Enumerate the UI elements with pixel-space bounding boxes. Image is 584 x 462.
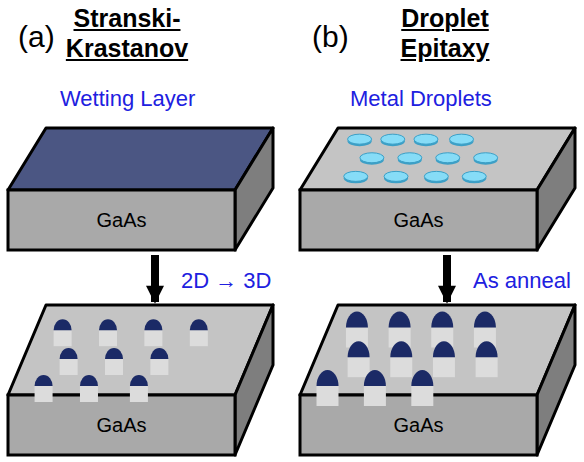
material-label: GaAs bbox=[300, 395, 537, 455]
material-label: GaAs bbox=[8, 190, 235, 250]
process-arrow bbox=[443, 255, 451, 302]
layer-label: Wetting Layer bbox=[60, 86, 195, 112]
panel-letter: (a) bbox=[18, 20, 55, 54]
step-label: 2D → 3D bbox=[179, 268, 273, 294]
step-label: As anneal bbox=[471, 268, 573, 294]
process-arrow bbox=[151, 255, 159, 302]
gaas-substrate: GaAs bbox=[8, 128, 273, 250]
gaas-substrate: GaAs bbox=[300, 128, 575, 250]
material-label: GaAs bbox=[300, 190, 537, 250]
substrate-block bbox=[300, 128, 575, 250]
gaas-substrate: GaAs bbox=[300, 305, 575, 455]
gaas-substrate: GaAs bbox=[8, 305, 273, 455]
panel-letter: (b) bbox=[312, 20, 349, 54]
substrate-block bbox=[8, 128, 273, 250]
material-label: GaAs bbox=[8, 395, 235, 455]
panel-title: Droplet Epitaxy bbox=[380, 3, 510, 63]
panel-title: Stranski- Krastanov bbox=[62, 3, 192, 63]
layer-label: Metal Droplets bbox=[350, 86, 492, 112]
